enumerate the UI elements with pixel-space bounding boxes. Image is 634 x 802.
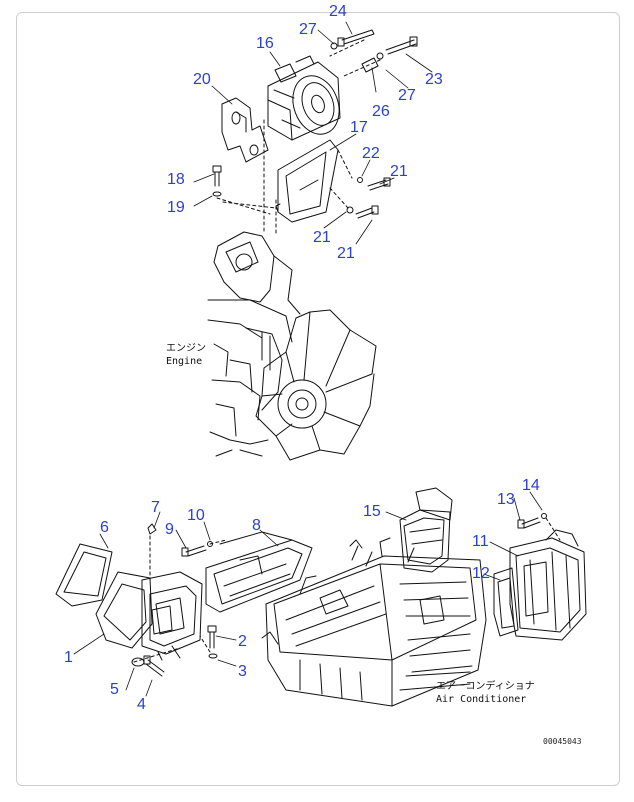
ac-label-jp: エアーコンディショナ (436, 681, 535, 692)
callout-27-top: 27 (299, 21, 317, 38)
compressor-drawing (267, 55, 341, 141)
callout-12: 12 (472, 565, 490, 582)
callout-15: 15 (363, 503, 381, 520)
callout-17: 17 (350, 119, 368, 136)
callout-24: 23 (425, 71, 443, 88)
callout-23: 22 (362, 145, 380, 162)
duct-left-drawing (55, 523, 203, 677)
callout-5: 5 (110, 681, 119, 698)
bracket-20-drawing (221, 97, 269, 163)
duct-15-drawing (399, 487, 453, 573)
callout-7: 7 (151, 499, 160, 516)
callout-2: 2 (238, 633, 247, 650)
part-12-drawing (493, 567, 519, 637)
callout-1: 1 (64, 649, 73, 666)
callout-11: 11 (472, 533, 489, 550)
callout-18: 18 (167, 171, 185, 188)
drawing-number: 00045043 (543, 737, 582, 746)
bolt-2-drawing (199, 625, 218, 659)
callout-26: 26 (372, 103, 390, 120)
callout-19: 19 (167, 199, 185, 216)
assembly-line-vertical (263, 119, 277, 237)
bolts-top-drawing (329, 29, 418, 77)
callout-21-top: 21 (390, 163, 408, 180)
callout-4: 4 (137, 696, 146, 713)
part-11-drawing (509, 529, 587, 641)
bolt-9-drawing (181, 539, 227, 557)
callout-10: 10 (187, 507, 205, 524)
callout-27-right: 27 (398, 87, 416, 104)
callout-25: 24 (329, 3, 347, 20)
callout-16: 16 (256, 35, 274, 52)
bolt-13-drawing (517, 513, 561, 541)
diagram-frame (16, 12, 620, 786)
leader-lines (73, 21, 543, 697)
engine-drawing (207, 231, 377, 461)
callout-14: 14 (522, 477, 540, 494)
engine-label-jp: エンジン (166, 343, 206, 354)
callout-3: 3 (238, 663, 247, 680)
callout-13: 13 (497, 491, 515, 508)
engine-label-en: Engine (166, 356, 203, 367)
callout-8: 8 (252, 517, 261, 534)
callout-22: 21 (313, 229, 331, 246)
ac-label-en: Air Conditioner (436, 694, 527, 705)
callout-21-bottom: 21 (337, 245, 355, 262)
bolt-18-drawing (212, 165, 277, 215)
bolts-mid-drawing (329, 149, 391, 219)
air-conditioner-drawing (261, 537, 487, 707)
callout-6: 6 (100, 519, 109, 536)
duct-8-drawing (205, 531, 313, 613)
callout-20: 20 (193, 71, 211, 88)
bracket-17-drawing (275, 139, 339, 223)
callout-9: 9 (165, 521, 174, 538)
